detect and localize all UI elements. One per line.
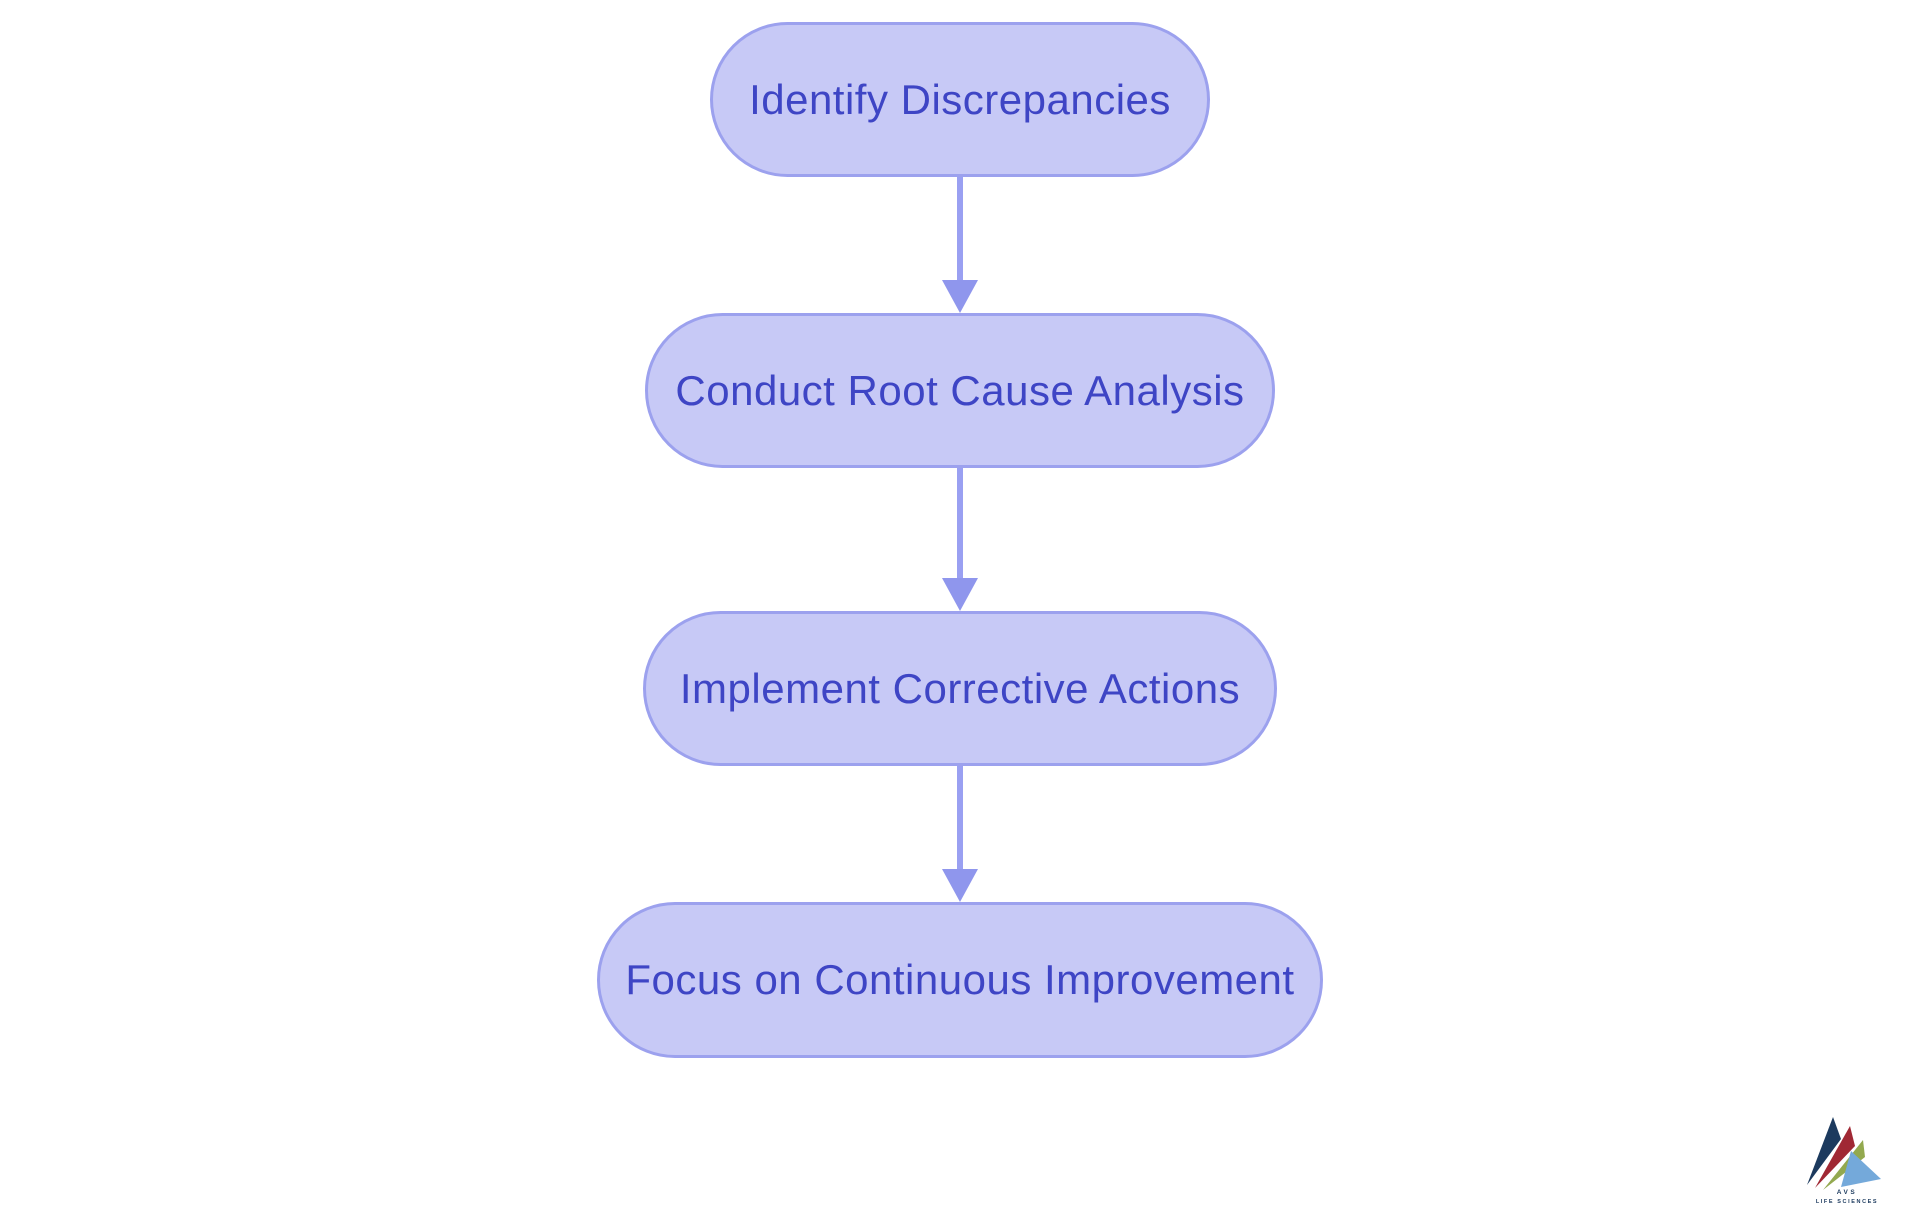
node-label: Focus on Continuous Improvement (625, 956, 1295, 1003)
logo-brand-text: AVS (1837, 1189, 1857, 1196)
node-identify-discrepancies: Identify Discrepancies (710, 22, 1210, 177)
logo-tagline-text: LIFE SCIENCES (1816, 1199, 1878, 1205)
arrow-shaft (957, 468, 963, 581)
arrow-down-icon (942, 177, 978, 313)
logo-blade-green (1823, 1140, 1865, 1190)
node-label: Implement Corrective Actions (679, 664, 1241, 712)
arrow-down-icon (942, 766, 978, 902)
avs-logo-icon: AVS LIFE SCIENCES (1807, 1117, 1881, 1205)
node-conduct-root-cause-analysis: Conduct Root Cause Analysis (645, 313, 1275, 468)
arrow-down-icon (942, 468, 978, 611)
logo-blade-red (1815, 1126, 1855, 1188)
avs-life-sciences-logo: AVS LIFE SCIENCES (1795, 1113, 1895, 1205)
logo-blade-navy (1807, 1117, 1841, 1185)
node-focus-on-continuous-improvement: Focus on Continuous Improvement (597, 902, 1323, 1058)
arrow-head (942, 280, 978, 313)
arrow-shaft (957, 766, 963, 872)
arrow-shaft (957, 177, 963, 283)
node-label: Identify Discrepancies (749, 75, 1171, 123)
arrow-head (942, 578, 978, 611)
arrow-head (942, 869, 978, 902)
logo-blade-blue (1841, 1151, 1881, 1187)
node-implement-corrective-actions: Implement Corrective Actions (643, 611, 1277, 766)
node-label: Conduct Root Cause Analysis (675, 366, 1245, 414)
